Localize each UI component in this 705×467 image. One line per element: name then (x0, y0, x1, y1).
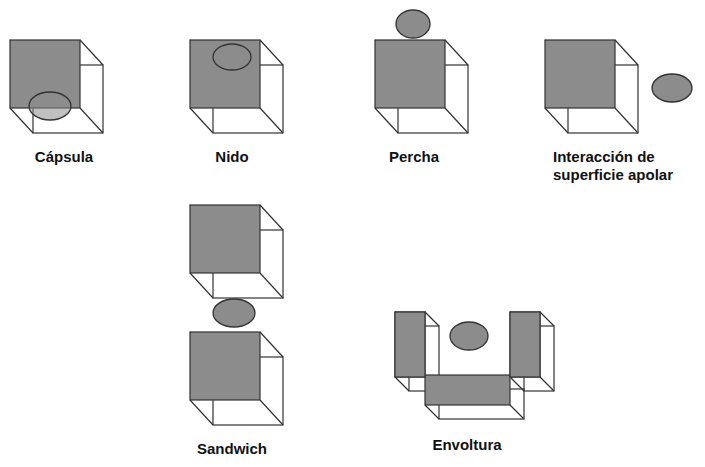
caption-label: Cápsula (4, 148, 124, 166)
host-cube (190, 205, 283, 298)
host-cube (190, 332, 283, 425)
wrap-host (395, 312, 554, 419)
guest-ellipse (213, 299, 255, 327)
guest-ellipse (29, 92, 71, 120)
host-cube (190, 40, 283, 133)
host-cube (375, 40, 468, 133)
caption-label: Envoltura (407, 436, 527, 454)
caption-label: Percha (354, 148, 474, 166)
guest-ellipse (652, 74, 692, 102)
guest-ellipse (396, 10, 430, 38)
host-cube (10, 40, 103, 133)
host-cube (545, 40, 638, 133)
caption-label: Nido (172, 148, 292, 166)
guest-ellipse (450, 322, 488, 350)
caption-label: Interacción de superficie apolar (553, 148, 699, 184)
caption-label: Sandwich (172, 440, 292, 458)
guest-ellipse (213, 44, 251, 70)
